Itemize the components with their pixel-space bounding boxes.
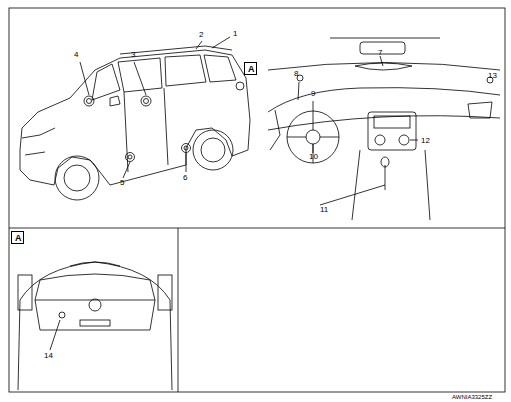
view-letter: A [15, 234, 23, 243]
vehicle [20, 37, 250, 200]
callout-number: 11 [320, 206, 328, 214]
divider [178, 228, 179, 392]
view-letter: A [248, 65, 256, 74]
callout-number: 8 [294, 70, 298, 78]
callout-number: 9 [311, 90, 315, 98]
figure-code: AWNIA3325ZZ [452, 394, 492, 400]
divider [9, 228, 505, 229]
callout-number: 3 [131, 51, 135, 59]
callout-number: 2 [199, 31, 203, 39]
callout-number: 7 [378, 49, 382, 57]
callout-number: 5 [120, 179, 124, 187]
dashboard [268, 38, 500, 220]
callout-number: 12 [421, 137, 430, 145]
callout-number: 6 [183, 174, 187, 182]
callout-number: 13 [488, 72, 497, 80]
frame [9, 8, 505, 392]
callout-number: 10 [309, 153, 318, 161]
rear-hatch [18, 262, 172, 390]
callout-number: 4 [74, 51, 78, 59]
view-reference-box: A [244, 62, 257, 75]
view-reference-box: A [11, 231, 24, 244]
callout-number: 14 [44, 352, 53, 360]
callout-number: 1 [233, 30, 237, 38]
